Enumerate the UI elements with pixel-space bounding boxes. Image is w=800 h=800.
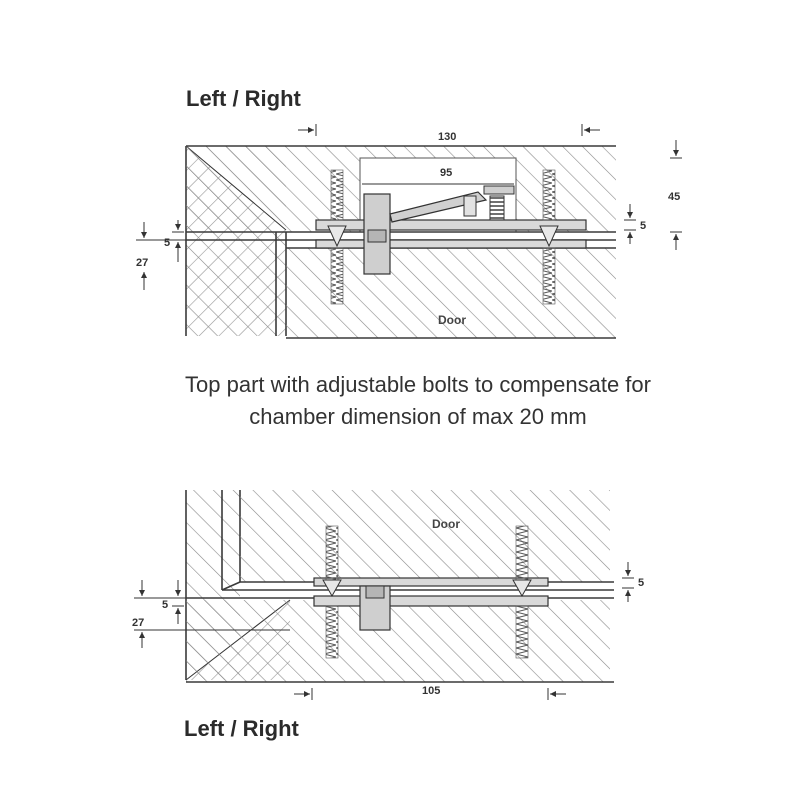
- bottom-view-title: Left / Right: [184, 716, 300, 741]
- top-adjust-spring: [489, 195, 505, 221]
- bottom-screw-right: [512, 525, 532, 659]
- dim-5-top-right-label: 5: [640, 220, 646, 232]
- caption-line-2: chamber dimension of max 20 mm: [249, 404, 586, 429]
- caption-line-1: Top part with adjustable bolts to compen…: [185, 372, 651, 397]
- top-screw-right: [539, 169, 559, 305]
- dim-105-label: 105: [422, 685, 440, 697]
- dim-45-label: 45: [668, 191, 680, 203]
- dim-27-top: 27: [136, 222, 186, 290]
- dim-5-top-left-label: 5: [164, 237, 170, 249]
- top-door-label: Door: [438, 313, 466, 327]
- dim-27-bottom-label: 27: [132, 617, 144, 629]
- dim-95-label: 95: [440, 167, 452, 179]
- dim-5-bottom-left: 5: [162, 580, 184, 624]
- caption: Top part with adjustable bolts to compen…: [185, 372, 651, 429]
- dim-130-label: 130: [438, 131, 456, 143]
- top-mount-plate: [315, 219, 587, 231]
- dim-5-bottom-right-label: 5: [638, 577, 644, 589]
- dim-105: 105: [294, 685, 566, 700]
- bottom-screw-left: [322, 525, 342, 659]
- dim-5-top-left: 5: [164, 220, 184, 262]
- dim-27-bottom: 27: [132, 580, 290, 648]
- dim-27-top-label: 27: [136, 257, 148, 269]
- top-lever-arm: [389, 191, 488, 223]
- bottom-mount-plate: [313, 595, 549, 607]
- top-view-title: Left / Right: [186, 86, 302, 111]
- dim-5-bottom-right: 5: [622, 562, 644, 602]
- top-view: Left / Right Door: [136, 86, 682, 339]
- bottom-base-section: [186, 600, 614, 683]
- dim-130: 130: [298, 124, 600, 143]
- bottom-door-plate: [313, 577, 549, 587]
- top-screw-left: [327, 169, 347, 305]
- bottom-view: Door: [132, 490, 644, 741]
- bottom-door-section: Door: [240, 490, 610, 582]
- dim-95: 95: [362, 167, 514, 185]
- dim-45: 45: [668, 140, 682, 250]
- bottom-door-label: Door: [432, 517, 460, 531]
- dim-5-bottom-left-label: 5: [162, 599, 168, 611]
- top-door-plate: [315, 239, 587, 249]
- dim-5-top-right: 5: [624, 204, 646, 244]
